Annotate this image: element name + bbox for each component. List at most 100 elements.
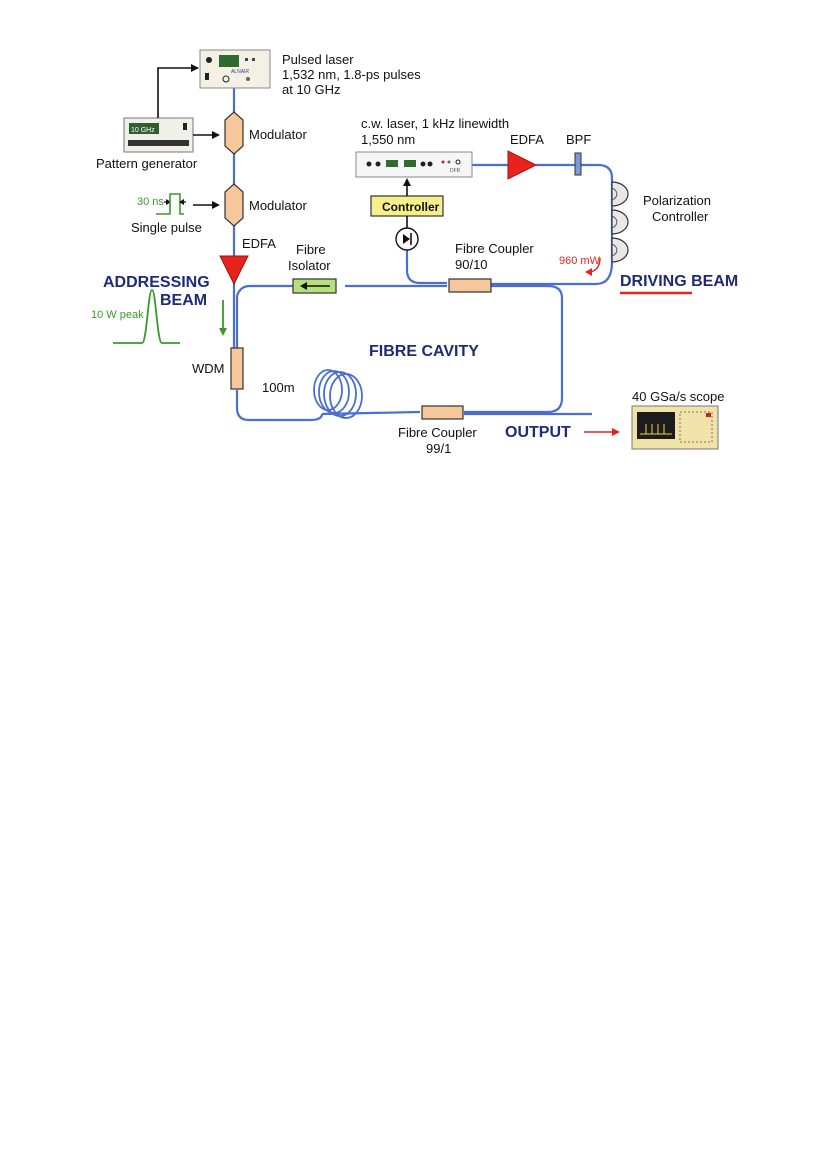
fiber-coupler-to-detector (405, 250, 447, 285)
laser-indicator (246, 77, 250, 81)
edfa-right-label: EDFA (510, 132, 544, 147)
pg-to-laser-arrowhead (191, 64, 199, 72)
fibre-coupler-99-1 (421, 405, 464, 420)
cw-knob-2 (375, 161, 381, 167)
modulator-2 (224, 183, 244, 227)
pulse-width-arrowhead-left (166, 199, 171, 205)
polarization-controller (611, 181, 629, 263)
polarization-label-1: Polarization (643, 193, 711, 208)
square-pulse (156, 193, 184, 215)
paddle-3-inner (611, 243, 618, 257)
oscilloscope (631, 405, 719, 450)
edfa-left-label: EDFA (242, 236, 276, 251)
fibre-cavity-label: FIBRE CAVITY (369, 343, 479, 360)
modulator-1 (224, 111, 244, 155)
wdm-label: WDM (192, 361, 225, 376)
cw-knob-1 (366, 161, 372, 167)
modulator-2-label: Modulator (249, 198, 307, 213)
laser-button-2 (252, 58, 255, 61)
wdm (230, 347, 244, 390)
laser-knob (206, 57, 212, 63)
driving-beam-label: DRIVING BEAM (620, 273, 738, 290)
single-pulse-label: Single pulse (131, 220, 202, 235)
pattern-generator-label: Pattern generator (96, 156, 198, 171)
paddle-1 (611, 181, 629, 207)
coil-loop-4 (329, 373, 363, 419)
pulsed-laser-label-3: at 10 GHz (282, 82, 341, 97)
output-arrowhead (612, 428, 620, 436)
cw-indicator-red (441, 160, 445, 164)
polarization-label-2: Controller (652, 209, 709, 224)
cw-display-1 (386, 160, 398, 167)
gaussian-pulse (113, 289, 180, 344)
pulse-width-arrowhead-right (179, 199, 184, 205)
cw-knob-4 (427, 161, 433, 167)
addressing-beam-label-1: ADDRESSING (103, 274, 210, 291)
cw-laser-label-1: c.w. laser, 1 kHz linewidth (361, 116, 509, 131)
pulse-to-modulator-arrowhead (212, 201, 220, 209)
pg-key-row (128, 140, 189, 146)
laser-output-port (222, 75, 230, 83)
cw-knob-3 (420, 161, 426, 167)
fibre-spool (313, 369, 363, 419)
isolator-label-2: Isolator (288, 258, 331, 273)
output-label: OUTPUT (505, 424, 571, 441)
coupler-90-label-1: Fibre Coupler (455, 241, 534, 256)
isolator-arrowhead (300, 282, 307, 290)
pg-display-text: 10 GHz (131, 127, 155, 134)
modulator-1-label: Modulator (249, 127, 307, 142)
laser-button-1 (245, 58, 248, 61)
coupler-99-label-1: Fibre Coupler (398, 425, 477, 440)
addressing-beam-arrowhead (219, 328, 227, 336)
coupler-90-label-2: 90/10 (455, 257, 488, 272)
coil-loop-2 (318, 370, 350, 414)
fibre-length-label: 100m (262, 380, 295, 395)
photodiode-triangle (403, 234, 410, 244)
peak-power-label: 10 W peak (91, 309, 144, 321)
pulsed-laser-unit: ALNAIR (199, 49, 271, 89)
fibre-coupler-90-10 (448, 278, 492, 293)
alnair-logo-text: ALNAIR (231, 69, 249, 75)
controller-to-laser-arrowhead (403, 178, 411, 186)
controller-label: Controller (382, 200, 440, 214)
edfa-right (507, 150, 538, 180)
paddle-2 (611, 209, 629, 235)
pg-display (129, 123, 159, 134)
pg-to-modulator-arrowhead (212, 131, 220, 139)
cw-indicator (447, 160, 451, 164)
driving-power-label: 960 mW (559, 255, 601, 267)
scope-screen (637, 412, 675, 439)
scope-red-button (706, 413, 711, 417)
pulsed-laser-label-2: 1,532 nm, 1.8-ps pulses (282, 67, 421, 82)
cw-output-port (455, 159, 461, 165)
pattern-generator-unit: 10 GHz (123, 117, 194, 153)
paddle-3 (611, 237, 629, 263)
pulsed-laser-box (199, 49, 271, 89)
pulsed-laser-label-1: Pulsed laser (282, 52, 354, 67)
paddle-2-inner (611, 215, 618, 229)
pg-switch (183, 123, 187, 130)
isolator-label-1: Fibre (296, 242, 326, 257)
cw-laser-unit: DFB (355, 151, 473, 178)
laser-display (219, 55, 239, 67)
edfa-left (219, 255, 249, 286)
scope-trace (640, 424, 672, 435)
coupler-99-label-2: 99/1 (426, 441, 451, 456)
photodetector (395, 227, 419, 251)
bpf-label: BPF (566, 132, 591, 147)
band-pass-filter (574, 152, 582, 176)
laser-switch (205, 73, 209, 80)
pg-to-laser-arrow (157, 67, 198, 118)
pulse-width-label: 30 ns (137, 196, 164, 208)
driving-power-arrowhead (585, 268, 592, 276)
paddle-1-inner (611, 187, 618, 201)
scope-label: 40 GSa/s scope (632, 389, 725, 404)
fiber-paths (232, 88, 614, 422)
addressing-beam-label-2: BEAM (160, 292, 207, 309)
scope-controls (679, 411, 713, 443)
cw-laser-label-2: 1,550 nm (361, 132, 415, 147)
fiber-cavity-loop (235, 284, 564, 422)
cw-display-2 (404, 160, 416, 167)
dfb-text: DFB (450, 168, 461, 174)
